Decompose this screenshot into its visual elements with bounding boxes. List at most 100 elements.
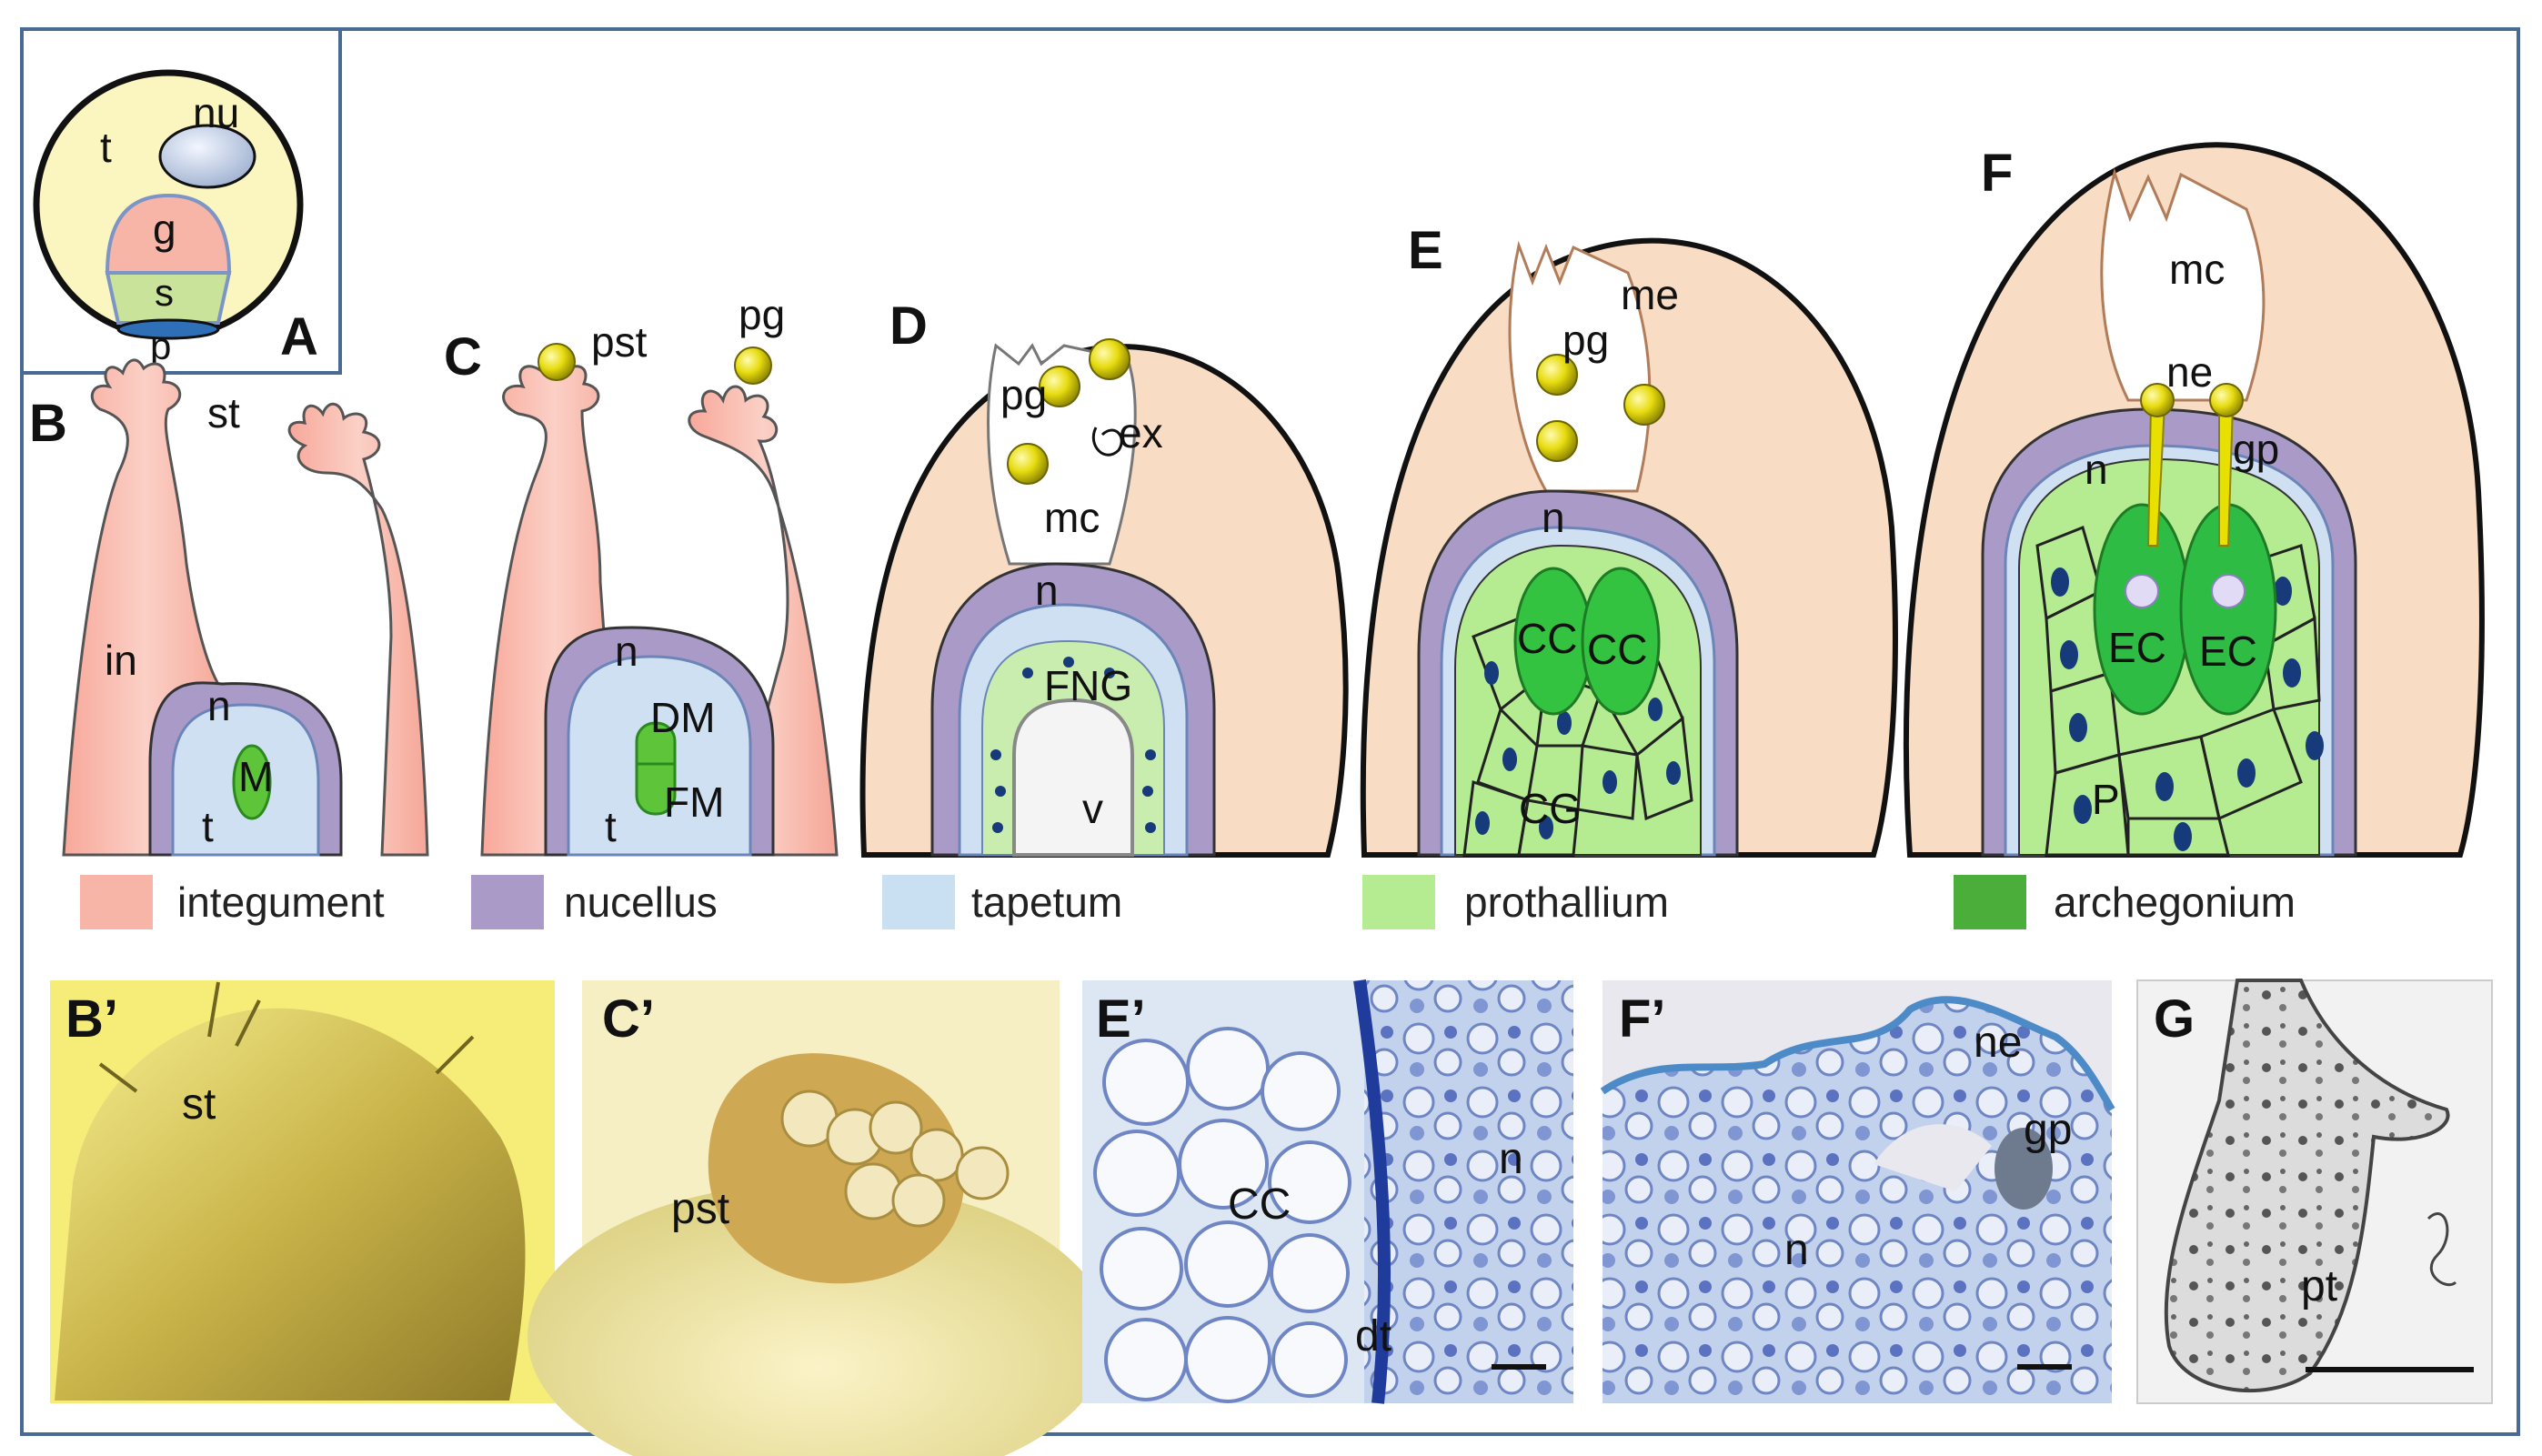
- legend-label-tapetum: tapetum: [971, 879, 1122, 926]
- panel-c: pst pg n DM FM t C: [444, 291, 839, 857]
- label-t-b: t: [202, 803, 214, 850]
- pollen-grain-d2: [1089, 338, 1130, 380]
- label-s: s: [155, 271, 174, 314]
- legend-swatch-tapetum: [882, 875, 955, 929]
- panel-b: st in n M t B: [29, 358, 429, 857]
- legend-swatch-integument: [80, 875, 153, 929]
- photo-letter-e-prime: E’: [1096, 989, 1146, 1049]
- g-cell-shape: [105, 193, 232, 275]
- pollen-grain-e3: [1536, 420, 1578, 462]
- pollen-grain-f1: [2140, 383, 2175, 417]
- label-fm: FM: [664, 778, 724, 826]
- label-t: t: [100, 124, 112, 171]
- photo-e-label-dt: dt: [1355, 1312, 1392, 1361]
- pollen-grain-d1: [1039, 366, 1080, 407]
- label-in: in: [105, 637, 137, 684]
- label-n-b: n: [207, 682, 231, 729]
- photo-letter-g: G: [2154, 989, 2195, 1049]
- label-n-c: n: [615, 628, 638, 675]
- label-me: me: [1621, 271, 1679, 318]
- fng-nuclei: [990, 657, 1156, 833]
- label-cc2: CC: [1587, 626, 1647, 673]
- photo-b-prime: B’ st: [50, 980, 555, 1403]
- panel-letter-f: F: [1981, 144, 2013, 203]
- label-p-f: P: [2092, 776, 2120, 823]
- panel-letter-a: A: [280, 307, 318, 367]
- label-n-f: n: [2085, 446, 2108, 493]
- micropylar-chamber-f: [2100, 167, 2266, 402]
- gamete-pocket: [1994, 1128, 2053, 1210]
- label-mc-d: mc: [1044, 494, 1100, 541]
- pollen-cluster: [780, 1089, 1010, 1228]
- panel-d: pg ex mc n FNG v D: [859, 296, 1349, 858]
- prothallium-nuclei-f: [2051, 567, 2324, 851]
- panel-f: mc ne n gp EC EC P F: [1903, 142, 2485, 858]
- pollen-grain-e2: [1623, 384, 1665, 426]
- photo-f-label-gp: gp: [2024, 1106, 2072, 1154]
- pollen-tube-shape: [2164, 979, 2450, 1392]
- label-p: p: [150, 325, 171, 367]
- label-ne: ne: [2166, 348, 2213, 396]
- label-pg-d: pg: [1000, 371, 1047, 418]
- egg-nucleus-2: [2211, 574, 2246, 608]
- panel-letter-e: E: [1408, 221, 1443, 280]
- nucleus-shape: [158, 124, 256, 189]
- photo-f-label-n: n: [1784, 1226, 1809, 1274]
- p-cell-shape: [116, 318, 220, 340]
- panel-letter-b: B: [29, 394, 67, 453]
- photo-c-prime: C’ pst: [527, 980, 1110, 1456]
- panel-a: t nu g s p A: [20, 27, 342, 375]
- photo-b-label-st: st: [182, 1080, 216, 1129]
- stigma-mass: [55, 1008, 526, 1401]
- label-pg-c: pg: [738, 291, 785, 338]
- photo-f-prime: F’ ne gp n: [1600, 980, 2115, 1403]
- pollen-grain-c1: [538, 343, 576, 381]
- pollen-grain-f2: [2209, 383, 2244, 417]
- legend-label-nucellus: nucellus: [564, 879, 718, 926]
- label-st: st: [207, 389, 240, 437]
- panel-letter-c: C: [444, 327, 482, 387]
- label-pst: pst: [591, 318, 648, 366]
- label-mc-f: mc: [2169, 246, 2225, 293]
- photo-e-prime: E’ CC n dt: [1082, 979, 1573, 1404]
- label-cg: CG: [1519, 785, 1582, 832]
- integument-right: [287, 402, 429, 857]
- photo-letter-c-prime: C’: [602, 989, 655, 1049]
- legend: integument nucellus tapetum prothallium …: [80, 875, 2296, 929]
- micropylar-chamber-d: [987, 343, 1137, 566]
- legend-label-integument: integument: [177, 879, 385, 926]
- label-ec2: EC: [2199, 628, 2257, 675]
- label-cc1: CC: [1517, 615, 1577, 662]
- photo-f-label-ne: ne: [1974, 1019, 2022, 1067]
- photo-g: G pt: [2136, 979, 2493, 1404]
- prothallium-nuclei-e: [1475, 661, 1681, 839]
- pollen-grain-c2: [734, 346, 772, 385]
- photo-e-label-n: n: [1499, 1135, 1523, 1183]
- panel-e: me pg n CC CC CG E: [1360, 221, 1898, 858]
- label-n-d: n: [1035, 567, 1059, 614]
- label-gp: gp: [2233, 426, 2279, 473]
- label-n-e: n: [1542, 494, 1565, 541]
- integument-right-c: [688, 385, 839, 857]
- legend-swatch-nucellus: [471, 875, 544, 929]
- label-g: g: [153, 206, 176, 253]
- central-cell-2: [1581, 567, 1661, 716]
- legend-label-archegonium: archegonium: [2054, 879, 2296, 926]
- egg-nucleus-1: [2125, 574, 2159, 608]
- label-t-c: t: [605, 803, 617, 850]
- label-v: v: [1082, 785, 1103, 832]
- photo-c-label-pst: pst: [671, 1185, 729, 1233]
- label-dm: DM: [650, 694, 716, 741]
- label-pg-e: pg: [1562, 316, 1609, 364]
- megasporocyte-m: [232, 744, 272, 820]
- egg-cell-1: [2093, 503, 2191, 716]
- vacuole-v: [1012, 698, 1134, 857]
- pollen-grain-d3: [1007, 443, 1049, 485]
- exine-squiggle: [1091, 427, 1123, 457]
- legend-label-prothallium: prothallium: [1464, 879, 1669, 926]
- label-ex: ex: [1119, 409, 1163, 457]
- legend-swatch-archegonium: [1954, 875, 2026, 929]
- s-cell-shape: [105, 271, 232, 325]
- label-m: M: [238, 753, 273, 800]
